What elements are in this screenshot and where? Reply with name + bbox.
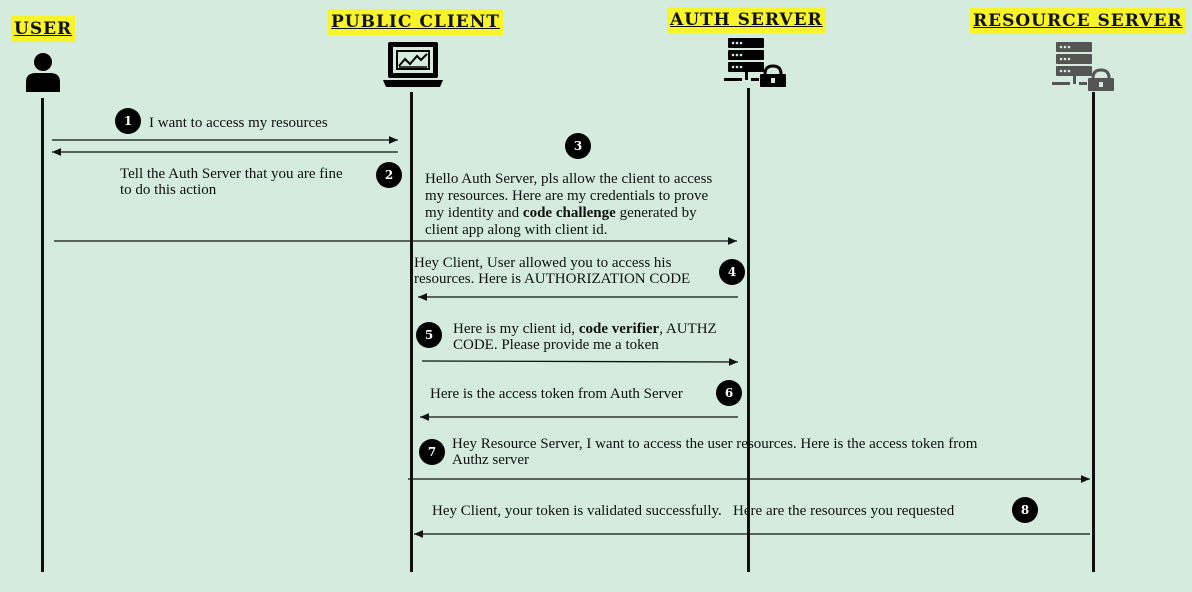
message-text: Hey Resource Server, I want to access th… (452, 436, 977, 468)
message-line: Hello Auth Server, pls allow the client … (425, 171, 713, 187)
message-line: Tell the Auth Server that you are fine (120, 166, 343, 182)
message-line: Hey Resource Server, I want to access th… (452, 436, 978, 452)
step-number-badge: 6 (716, 380, 742, 406)
step-number-badge: 8 (1012, 497, 1038, 523)
message-line: Hey Client, User allowed you to access h… (414, 255, 672, 271)
person-icon (26, 53, 60, 92)
message-line: Authz server (452, 452, 530, 468)
lifeline-auth-server (747, 88, 750, 572)
lifeline-resource-server (1092, 92, 1095, 572)
arrow-step-5 (421, 358, 739, 366)
message-line: Here is my client id, code verifier, AUT… (453, 321, 717, 337)
actor-title-auth-server: AUTH SERVER (667, 7, 826, 33)
step-number-badge: 3 (565, 133, 591, 159)
message-text: I want to access my resources (149, 115, 328, 131)
actor-title-resource-server: RESOURCE SERVER (970, 8, 1186, 34)
message-line: my identity and code challenge generated… (425, 205, 697, 221)
message-line: CODE. Please provide me a token (453, 337, 659, 353)
server-lock-icon (724, 38, 786, 87)
step-number-badge: 7 (419, 439, 445, 465)
message-text: Hey Client, User allowed you to access h… (414, 255, 690, 287)
lifeline-user (41, 98, 44, 572)
message-text: Here is the access token from Auth Serve… (430, 386, 683, 402)
lifeline-public-client (410, 92, 413, 572)
step-number-badge: 4 (719, 259, 745, 285)
message-line: resources. Here is AUTHORIZATION CODE (414, 271, 691, 287)
laptop-chart-icon (383, 42, 443, 87)
message-text: Hey Client, your token is validated succ… (432, 503, 955, 519)
message-text: Tell the Auth Server that you are fine t… (120, 166, 343, 198)
actor-title-user: USER (11, 16, 76, 42)
actor-title-public-client: PUBLIC CLIENT (328, 9, 503, 35)
step-number-badge: 1 (115, 108, 141, 134)
step-number-badge: 2 (376, 162, 402, 188)
server-lock-icon (1052, 42, 1114, 91)
message-text: Here is my client id, code verifier, AUT… (453, 321, 717, 353)
message-text: Hello Auth Server, pls allow the client … (425, 171, 712, 239)
message-line: client app along with client id. (425, 222, 608, 238)
message-line: my resources. Here are my credentials to… (425, 188, 709, 204)
message-line: to do this action (120, 182, 217, 198)
step-number-badge: 5 (416, 322, 442, 348)
